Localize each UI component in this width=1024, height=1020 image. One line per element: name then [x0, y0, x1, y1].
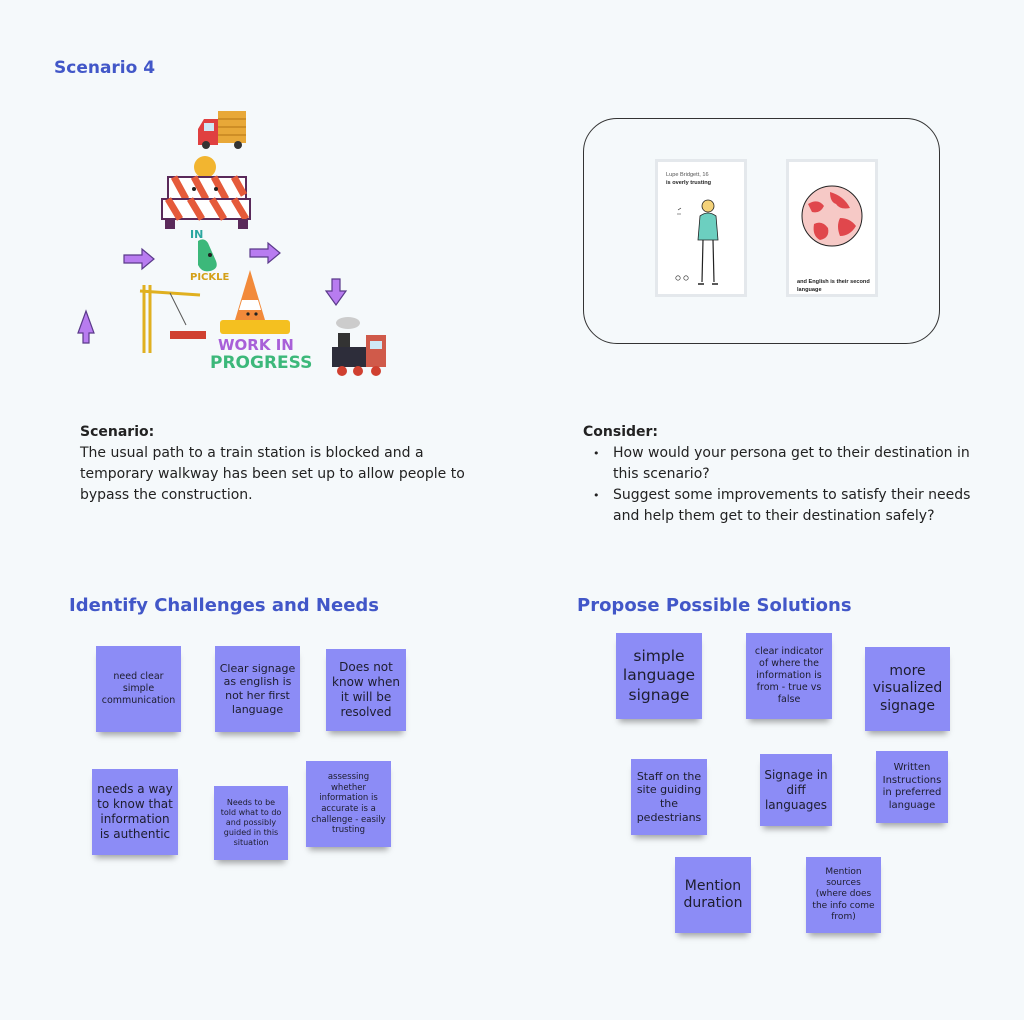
arrow-down-icon — [324, 278, 348, 307]
persona-name: Lupe Bridgett, 16 — [666, 172, 709, 178]
challenge-sticky-note[interactable]: Does not know when it will be resolved — [326, 649, 406, 731]
globe-icon — [801, 185, 863, 247]
solutions-title: Propose Possible Solutions — [577, 595, 852, 616]
solution-sticky-note[interactable]: more visualized signage — [865, 647, 950, 731]
consider-item: How would your persona get to their dest… — [593, 443, 973, 485]
consider-item: Suggest some improvements to satisfy the… — [593, 485, 973, 527]
arrow-right-icon — [123, 247, 155, 271]
consider-heading: Consider: — [583, 424, 659, 440]
solution-sticky-note[interactable]: simple language signage — [616, 633, 702, 719]
solution-sticky-note[interactable]: clear indicator of where the information… — [746, 633, 832, 719]
train-icon — [332, 317, 386, 376]
arrow-up-icon — [77, 309, 95, 344]
challenge-sticky-note[interactable]: Needs to be told what to do and possibly… — [214, 786, 288, 860]
truck-icon — [198, 111, 246, 149]
barricade-icon — [161, 156, 251, 229]
barricade-label-2: PICKLE — [190, 272, 230, 283]
challenge-sticky-note[interactable]: assessing whether information is accurat… — [306, 761, 391, 847]
solution-sticky-note[interactable]: Mention duration — [675, 857, 751, 933]
persona-frame: Lupe Bridgett, 16 is overly trusting and… — [583, 118, 940, 344]
scenario-text: The usual path to a train station is blo… — [80, 445, 465, 503]
scenario-block: Scenario: The usual path to a train stat… — [80, 422, 500, 506]
challenges-title: Identify Challenges and Needs — [69, 595, 380, 616]
persona-card: Lupe Bridgett, 16 is overly trusting — [655, 159, 747, 297]
consider-block: Consider: How would your persona get to … — [583, 422, 973, 527]
solution-sticky-note[interactable]: Written Instructions in preferred langua… — [876, 751, 948, 823]
solution-sticky-note[interactable]: Staff on the site guiding the pedestrian… — [631, 759, 707, 835]
persona-trait: is overly trusting — [666, 180, 712, 186]
arrow-right-icon — [249, 241, 281, 265]
challenge-sticky-note[interactable]: need clear simple communication — [96, 646, 181, 732]
wip-line-2: PROGRESS — [210, 353, 312, 373]
crane-icon — [139, 285, 206, 353]
traffic-cone-icon — [220, 270, 290, 334]
challenge-sticky-note[interactable]: needs a way to know that information is … — [92, 769, 178, 855]
language-card: and English is their second language — [786, 159, 878, 297]
barricade-label-1: IN — [190, 228, 203, 241]
language-note: and English is their second language — [797, 279, 870, 293]
pickle-icon — [198, 239, 217, 272]
solution-sticky-note[interactable]: Signage in diff languages — [760, 754, 832, 826]
solution-sticky-note[interactable]: Mention sources (where does the info com… — [806, 857, 881, 933]
persona-figure — [675, 199, 719, 285]
scenario-title: Scenario 4 — [54, 58, 156, 78]
wip-line-1: WORK IN — [218, 336, 294, 354]
challenge-sticky-note[interactable]: Clear signage as english is not her firs… — [215, 646, 300, 732]
scenario-heading: Scenario: — [80, 424, 155, 440]
construction-illustration: IN PICKLE WORK IN PROGRESS — [77, 111, 386, 376]
